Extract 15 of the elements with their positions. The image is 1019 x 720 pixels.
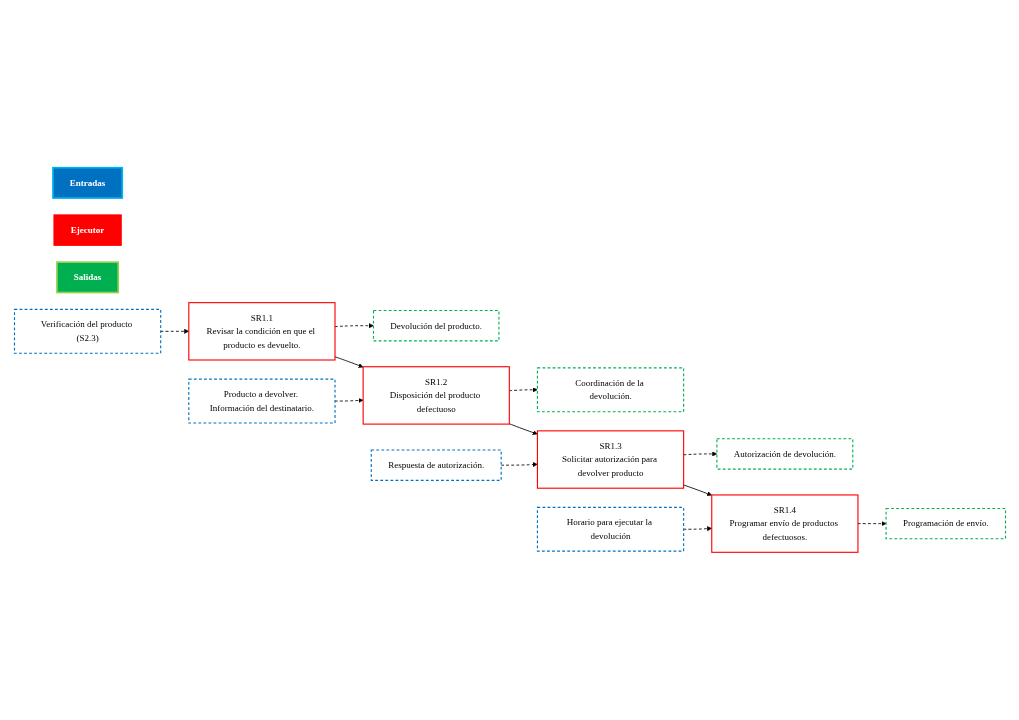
node-box: SR1.1 Revisar la condición en que el producto es devuelto.	[187, 302, 336, 361]
node-box: Salidas	[55, 261, 119, 294]
node-box: Coordinación de la devolución.	[536, 367, 684, 413]
node-box: SR1.4 Programar envío de productos defectuosos.	[710, 494, 858, 553]
node-box: Producto a devolver. Información del destinatario.	[187, 378, 336, 424]
node-box: Entradas	[51, 166, 123, 199]
node-box: Programación de envío.	[885, 507, 1006, 540]
node-box: Respuesta de autorización.	[370, 449, 502, 481]
node-box: SR1.2 Disposición del producto defectuoso	[362, 366, 510, 425]
node-box: Devolución del producto.	[372, 309, 499, 342]
node-box: Ejecutor	[52, 214, 122, 246]
node-box: Verificación del producto (S2.3)	[13, 308, 161, 354]
node-box: Autorización de devolución.	[715, 438, 853, 470]
node-box: SR1.3 Solicitar autorización para devolver producto	[536, 430, 684, 489]
node-box: Horario para ejecutar la devolución	[536, 506, 684, 552]
